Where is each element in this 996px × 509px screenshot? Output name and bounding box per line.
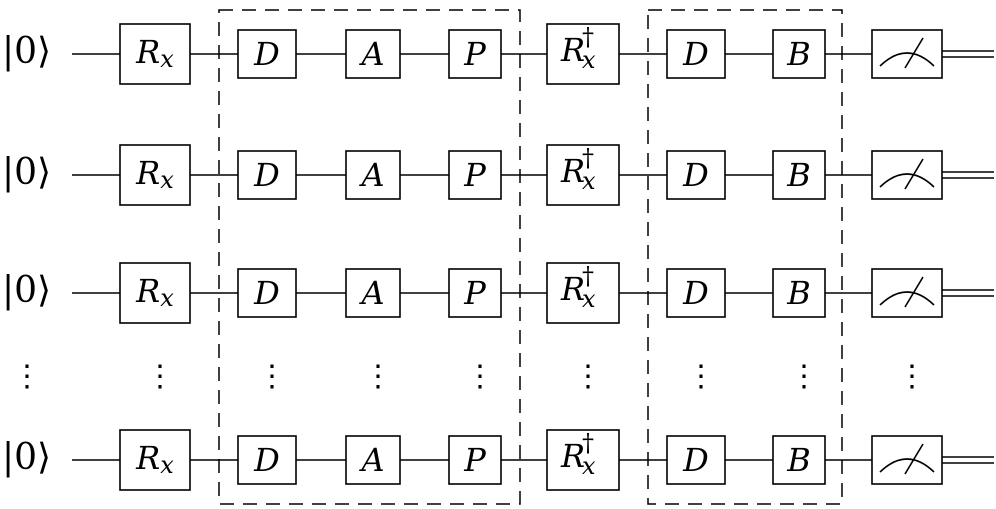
gate-label-d: D — [254, 156, 280, 194]
meter-icon — [879, 173, 935, 188]
measurement-box — [871, 268, 943, 318]
gate-label-d: D — [254, 35, 280, 73]
gate-label-a: A — [361, 441, 385, 479]
gate-box-rx — [119, 23, 191, 85]
gate-box-p — [448, 268, 502, 318]
gate-label-rx: Rx — [136, 33, 174, 73]
gate-box-d — [666, 29, 726, 79]
gate-label-p: P — [464, 156, 486, 194]
gate-box-d — [237, 268, 297, 318]
dashed-group-d-b — [647, 9, 843, 505]
input-ket-label: |0⟩ — [2, 152, 52, 193]
gate-box-b — [772, 150, 826, 200]
gate-box-rx — [119, 144, 191, 206]
input-ket-label: |0⟩ — [2, 437, 52, 478]
gate-label-rx: Rx — [136, 154, 174, 194]
gate-label-b: B — [787, 35, 811, 73]
gate-box-rx-dagger — [546, 144, 620, 206]
gate-box-d — [237, 435, 297, 485]
gate-box-a — [345, 150, 401, 200]
gate-label-d: D — [254, 274, 280, 312]
gate-box-d — [237, 29, 297, 79]
gate-box-p — [448, 29, 502, 79]
gate-label-b: B — [787, 156, 811, 194]
gate-label-rx-dagger: R†x — [561, 262, 596, 313]
gate-label-rx-dagger: R†x — [561, 23, 596, 74]
gate-box-a — [345, 29, 401, 79]
vertical-dots: ⋮ — [686, 359, 716, 394]
meter-icon — [879, 291, 935, 306]
vertical-dots: ⋮ — [363, 359, 393, 394]
meter-icon — [879, 458, 935, 473]
gate-label-rx: Rx — [136, 439, 174, 479]
gate-label-d: D — [254, 441, 280, 479]
vertical-dots: ⋮ — [789, 359, 819, 394]
gate-box-d — [666, 150, 726, 200]
meter-needle-icon — [904, 158, 924, 190]
gate-box-p — [448, 150, 502, 200]
dashed-group-d-a-p — [218, 9, 521, 505]
gate-label-b: B — [787, 274, 811, 312]
meter-needle-icon — [904, 276, 924, 308]
gate-label-d: D — [683, 35, 709, 73]
gate-box-b — [772, 268, 826, 318]
input-ket-label: |0⟩ — [2, 270, 52, 311]
gate-label-rx-dagger: R†x — [561, 429, 596, 480]
gate-label-a: A — [361, 35, 385, 73]
gate-label-d: D — [683, 156, 709, 194]
vertical-dots: ⋮ — [12, 359, 42, 394]
gate-label-d: D — [683, 441, 709, 479]
gate-box-rx-dagger — [546, 429, 620, 491]
gate-box-d — [666, 268, 726, 318]
vertical-dots: ⋮ — [257, 359, 287, 394]
measurement-box — [871, 29, 943, 79]
vertical-dots: ⋮ — [465, 359, 495, 394]
vertical-dots: ⋮ — [897, 359, 927, 394]
meter-icon — [879, 52, 935, 67]
gate-box-a — [345, 268, 401, 318]
gate-box-rx — [119, 429, 191, 491]
meter-needle-icon — [904, 443, 924, 475]
gate-box-p — [448, 435, 502, 485]
gate-label-rx: Rx — [136, 272, 174, 312]
gate-label-d: D — [683, 274, 709, 312]
gate-label-b: B — [787, 441, 811, 479]
gate-box-rx-dagger — [546, 262, 620, 324]
gate-box-rx — [119, 262, 191, 324]
gate-label-p: P — [464, 35, 486, 73]
gate-box-b — [772, 29, 826, 79]
gate-box-d — [237, 150, 297, 200]
gate-box-d — [666, 435, 726, 485]
gate-label-a: A — [361, 274, 385, 312]
gate-box-a — [345, 435, 401, 485]
vertical-dots: ⋮ — [573, 359, 603, 394]
vertical-dots: ⋮ — [145, 359, 175, 394]
gate-label-p: P — [464, 274, 486, 312]
gate-box-rx-dagger — [546, 23, 620, 85]
gate-label-rx-dagger: R†x — [561, 144, 596, 195]
measurement-box — [871, 150, 943, 200]
gate-label-a: A — [361, 156, 385, 194]
gate-box-b — [772, 435, 826, 485]
meter-needle-icon — [904, 37, 924, 69]
input-ket-label: |0⟩ — [2, 31, 52, 72]
measurement-box — [871, 435, 943, 485]
gate-label-p: P — [464, 441, 486, 479]
